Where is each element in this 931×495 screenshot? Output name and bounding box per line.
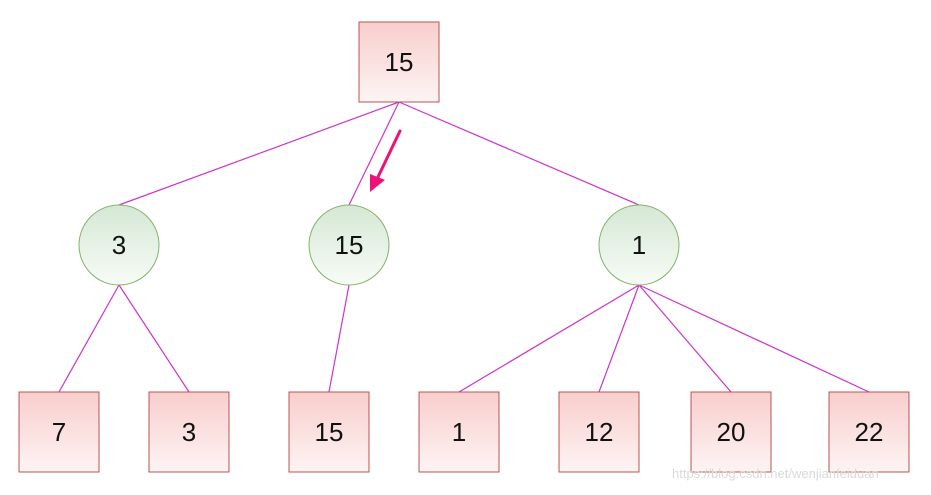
leaf-node: 1 [418,391,500,473]
root-node: 15 [358,21,440,103]
middle-node: 3 [78,204,160,286]
edge-m3-l5 [598,284,640,393]
middle-node: 15 [308,204,390,286]
edge-root-m1 [118,101,400,206]
middle-node: 1 [598,204,680,286]
leaf-node: 12 [558,391,640,473]
edge-m2-l3 [328,284,350,393]
leaf-node-label: 1 [452,417,466,447]
edge-root-m2 [348,101,400,206]
leaf-node-label: 12 [585,417,614,447]
leaf-node: 7 [18,391,100,473]
leaf-node: 22 [828,391,910,473]
leaf-node-label: 20 [717,417,746,447]
leaf-node-label: 15 [315,417,344,447]
watermark-text: https://blog.csdn.net/wenjianfeiduan [672,466,879,481]
middle-node-label: 1 [632,230,646,260]
leaf-node-label: 22 [855,417,884,447]
edge-m1-l2 [118,284,190,393]
edge-m3-l4 [458,284,640,393]
middle-node-label: 3 [112,230,126,260]
edge-root-m3 [398,101,640,206]
leaf-node: 15 [288,391,370,473]
edge-m3-l7 [638,284,870,393]
root-node-label: 15 [385,47,414,77]
leaf-node-label: 3 [182,417,196,447]
leaf-node: 20 [690,391,772,473]
leaf-node-label: 7 [52,417,66,447]
edge-m1-l1 [58,284,120,393]
middle-node-label: 15 [335,230,364,260]
edge-m3-l6 [638,284,732,393]
highlight-arrow-icon [370,129,402,192]
leaf-node: 3 [148,391,230,473]
